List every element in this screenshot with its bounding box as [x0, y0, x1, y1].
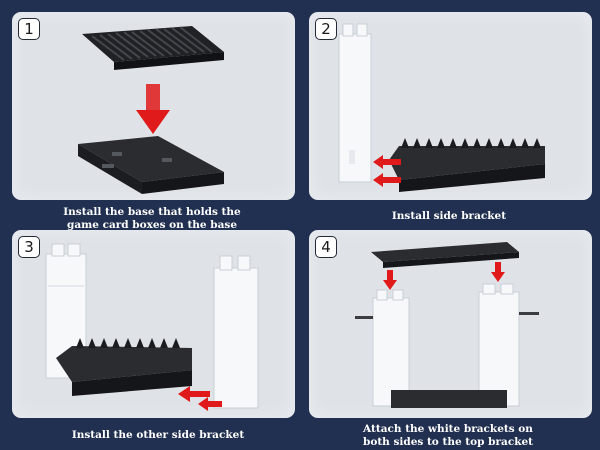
right-bracket-image — [213, 255, 259, 409]
rack-on-base-image — [56, 338, 192, 396]
step-1-number: 1 — [18, 18, 40, 40]
top-bracket-image — [371, 242, 519, 268]
step-4-number: 4 — [315, 236, 337, 258]
step-3-panel: 3 — [12, 230, 295, 418]
step-3-illustration — [45, 243, 259, 411]
step-1-panel: 1 — [12, 12, 295, 200]
step-4-illustration — [355, 242, 539, 408]
step-1-caption: Install the base that holds the game car… — [63, 206, 241, 231]
step-1-illustration — [78, 26, 224, 194]
base-image — [78, 136, 224, 194]
rack-on-base-image — [389, 138, 545, 192]
step-2-illustration — [338, 23, 545, 192]
step-3-number: 3 — [18, 236, 40, 258]
step-3-caption: Install the other side bracket — [71, 429, 245, 441]
step-2-caption: Install side bracket — [391, 210, 507, 222]
step-2-panel: 2 — [309, 12, 592, 200]
right-bracket-image — [478, 283, 539, 407]
down-arrow-icon — [136, 84, 170, 134]
side-bracket-image — [338, 23, 372, 183]
base-image — [391, 390, 507, 408]
left-arrow-icon — [178, 386, 222, 411]
left-arrow-icon — [373, 155, 401, 187]
down-arrow-icon — [383, 262, 505, 290]
card-rack-image — [82, 26, 224, 70]
step-2-number: 2 — [315, 18, 337, 40]
step-4-caption: Attach the white brackets on both sides … — [362, 423, 534, 448]
step-4-panel: 4 — [309, 230, 592, 418]
left-bracket-image — [355, 289, 410, 407]
